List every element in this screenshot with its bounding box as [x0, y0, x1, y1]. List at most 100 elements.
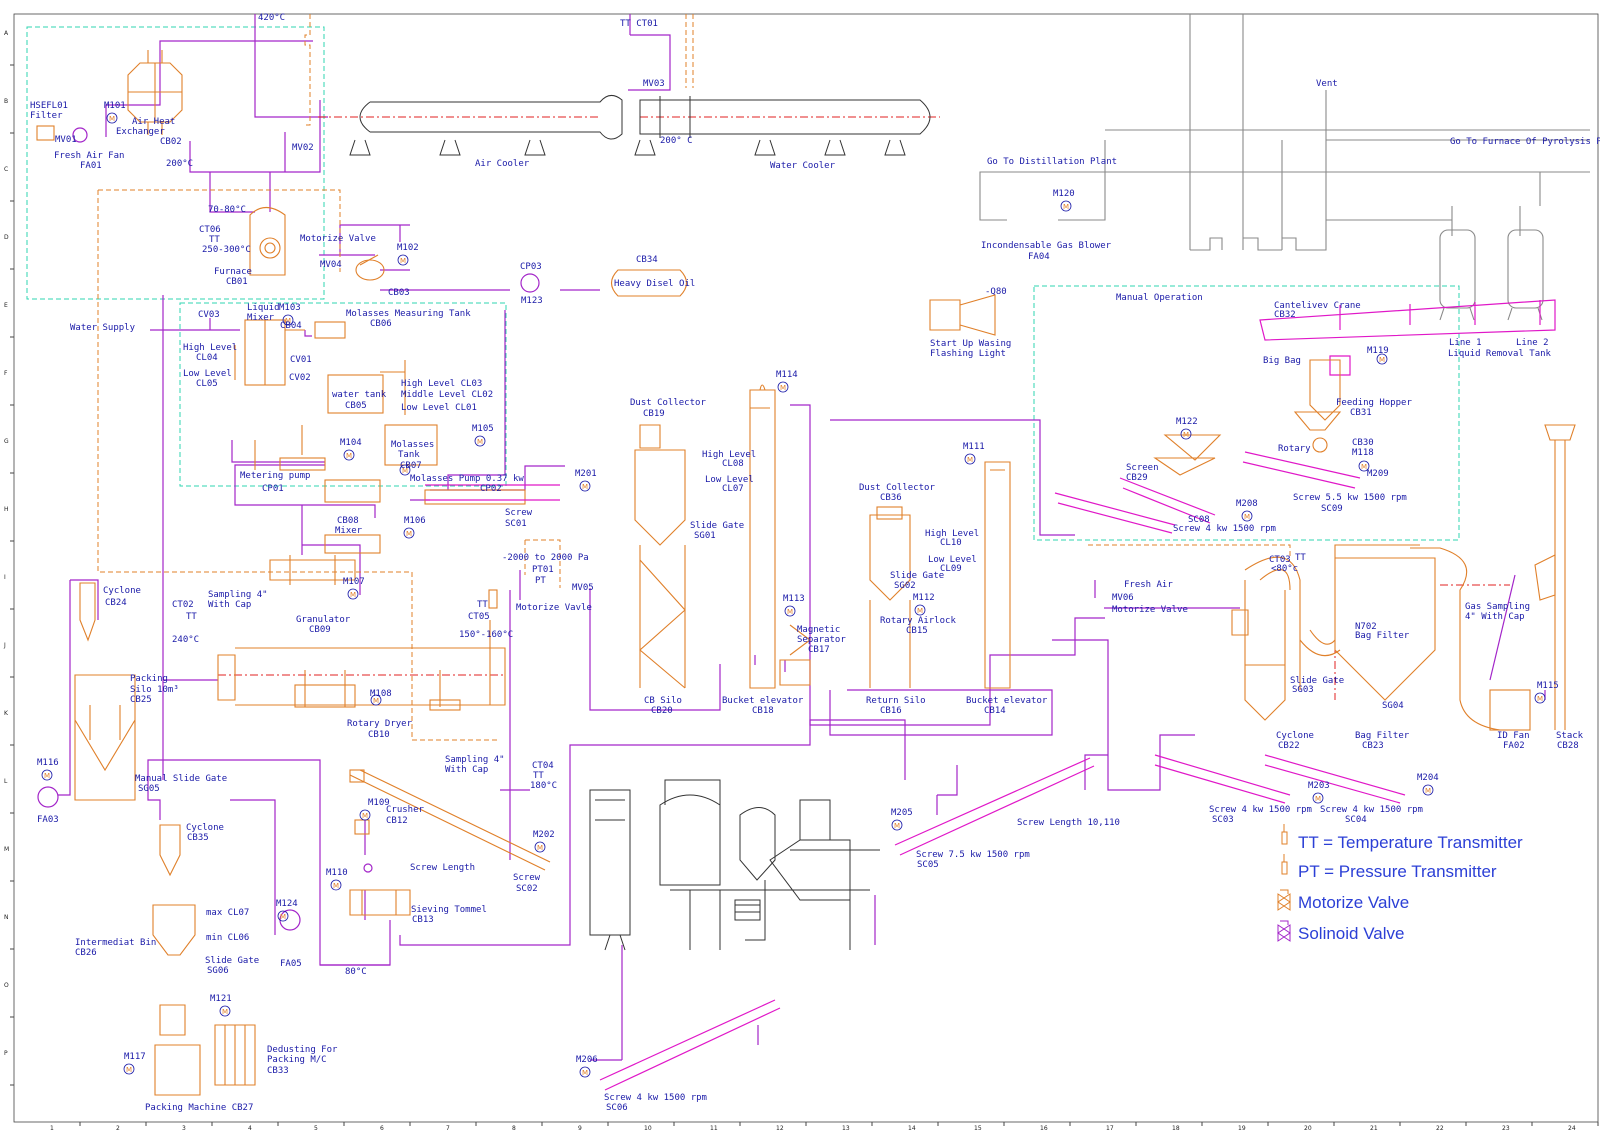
ruler-row-E: E — [4, 302, 8, 309]
svg-text:M: M — [967, 456, 973, 464]
label-msg: Manual Slide Gate — [135, 774, 227, 784]
label-cb19: CB19 — [643, 409, 665, 419]
label-tt2: TT — [477, 600, 488, 610]
ruler-row-M: M — [4, 846, 9, 853]
svg-text:M: M — [362, 812, 368, 820]
ruler-col-7: 7 — [446, 1125, 450, 1132]
ruler-row-F: F — [4, 370, 8, 377]
label-cyc1: Cyclone — [103, 586, 141, 596]
motor-symbol: M — [343, 449, 355, 461]
label-bagf2: Bag Filter — [1355, 731, 1410, 741]
label-mv05: MV05 — [572, 583, 594, 593]
svg-text:M: M — [126, 1066, 132, 1074]
ruler-col-17: 17 — [1106, 1125, 1114, 1132]
label-pt: PT — [535, 576, 546, 586]
ruler-col-1: 1 — [50, 1125, 54, 1132]
label-cb18: CB18 — [752, 706, 774, 716]
label-cb36: CB36 — [880, 493, 902, 503]
label-m102: M102 — [397, 243, 419, 253]
label-sc08t: Screw 4 kw 1500 rpm — [1173, 524, 1276, 534]
label-cl08: CL08 — [722, 459, 744, 469]
label-m118: M118 — [1352, 448, 1374, 458]
label-packmc: Packing Machine CB27 — [145, 1103, 253, 1113]
label-ct04: CT04 — [532, 761, 554, 771]
label-fa03: FA03 — [37, 815, 59, 825]
svg-text:M: M — [44, 772, 50, 780]
motor-symbol: M — [474, 435, 486, 447]
ruler-row-L: L — [4, 778, 8, 785]
motor-symbol: M — [106, 112, 118, 124]
ruler-row-B: B — [4, 98, 8, 105]
motor-symbol: M — [1312, 792, 1324, 804]
svg-text:M: M — [787, 608, 793, 616]
ruler-row-N: N — [4, 914, 9, 921]
motor-symbol: M — [41, 769, 53, 781]
label-cb24: CB24 — [105, 598, 127, 608]
label-sieve: Sieving Tommel — [411, 905, 487, 915]
label-tt3: TT — [186, 612, 197, 622]
label-idfan: ID Fan — [1497, 731, 1530, 741]
label-sc01: SC01 — [505, 519, 527, 529]
label-m107: M107 — [343, 577, 365, 587]
label-m108: M108 — [370, 689, 392, 699]
label-cv01: CV01 — [290, 355, 312, 365]
label-incond: Incondensable Gas Blower — [981, 241, 1112, 251]
label-sg2: Slide Gate — [890, 571, 944, 581]
motor-symbol: M — [1358, 460, 1370, 472]
legend: TT = Temperature Transmitter PT = Pressu… — [1277, 824, 1523, 943]
svg-text:M: M — [373, 697, 379, 705]
label-cl09: CL09 — [940, 564, 962, 574]
label-tt4: TT — [1295, 553, 1306, 563]
label-dc2: Dust Collector — [859, 483, 935, 493]
label-m110: M110 — [326, 868, 348, 878]
label-cb08: CB08 — [337, 516, 359, 526]
label-hl03: High Level CL03 — [401, 379, 482, 389]
label-cb01: CB01 — [226, 277, 248, 287]
label-line1: Line 1 — [1449, 338, 1482, 348]
label-ll09: Low Level — [928, 555, 977, 565]
label-cbsilo: CB Silo — [644, 696, 682, 706]
label-sg03: SG03 — [1292, 685, 1314, 695]
svg-text:M: M — [333, 882, 339, 890]
ruler-col-8: 8 — [512, 1125, 516, 1132]
label-t420: 420°C — [258, 13, 285, 23]
motor-symbol: M — [347, 588, 359, 600]
motor-symbol: M — [534, 841, 546, 853]
motor-symbol: M — [282, 314, 294, 326]
label-samp1b: With Cap — [208, 600, 251, 610]
label-watersup: Water Supply — [70, 323, 136, 333]
equipment-screw-sc02-crusher — [349, 769, 551, 916]
label-sgc: Slide Gate — [1290, 676, 1344, 686]
label-fa02: FA02 — [1503, 741, 1525, 751]
label-cb05: CB05 — [345, 401, 367, 411]
label-t150: 150°-160°C — [459, 630, 513, 640]
label-cb33: CB33 — [267, 1066, 289, 1076]
ruler-col-14: 14 — [908, 1125, 916, 1132]
label-motv3: Motorize Valve — [1112, 605, 1188, 615]
legend-pt-text: PT = Pressure Transmitter — [1298, 862, 1497, 881]
ruler-row-J: J — [3, 642, 6, 649]
label-mv02: MV02 — [292, 143, 314, 153]
ruler-col-9: 9 — [578, 1125, 582, 1132]
label-manop: Manual Operation — [1116, 293, 1203, 303]
motor-symbol: M — [579, 480, 591, 492]
dust-plant-bottom — [589, 779, 880, 951]
svg-text:M: M — [406, 530, 412, 538]
svg-text:M: M — [1244, 513, 1250, 521]
label-ct02: CT02 — [172, 600, 194, 610]
legend-pt: PT = Pressure Transmitter — [1281, 854, 1497, 881]
label-cb17: CB17 — [808, 645, 830, 655]
label-dc1: Dust Collector — [630, 398, 706, 408]
label-moltank: Molasses — [391, 440, 434, 450]
label-m109: M109 — [368, 798, 390, 808]
label-cb12: CB12 — [386, 816, 408, 826]
label-be2: Bucket elevator — [966, 696, 1048, 706]
label-m104: M104 — [340, 438, 362, 448]
label-m208: M208 — [1236, 499, 1258, 509]
label-furnace: Furnace — [214, 267, 252, 277]
svg-text:M: M — [894, 822, 900, 830]
label-max: max CL07 — [206, 908, 249, 918]
label-m123: M123 — [521, 296, 543, 306]
label-m202: M202 — [533, 830, 555, 840]
